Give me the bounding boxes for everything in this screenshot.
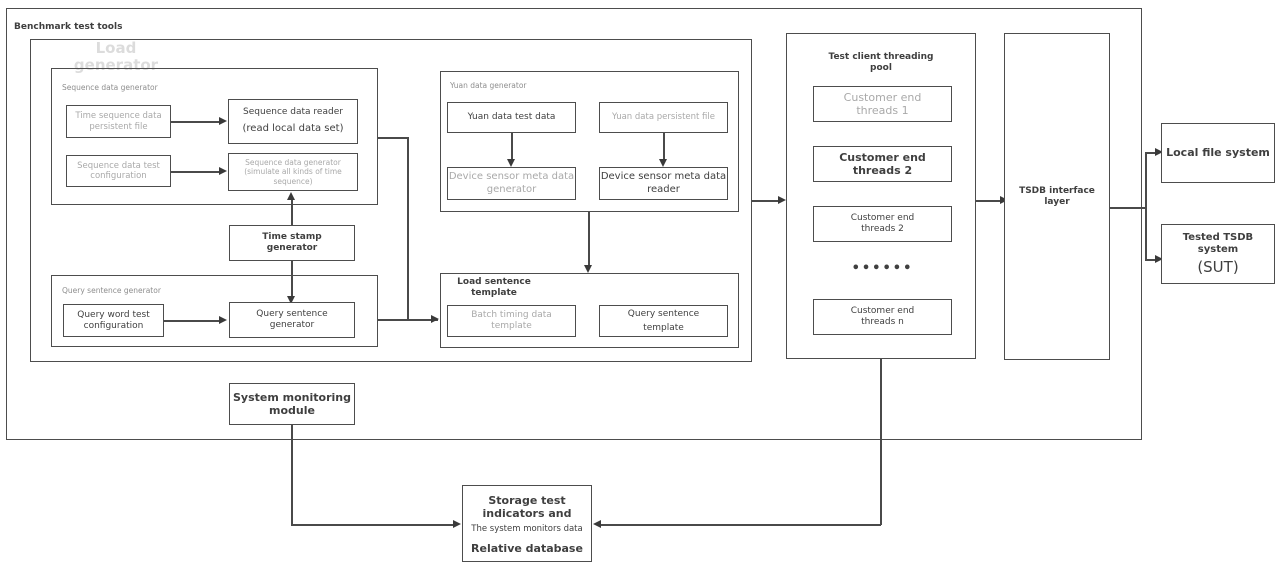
time-stamp-generator-node[interactable]: Time stamp generator: [229, 225, 355, 261]
connector-yuan-to-template: [588, 212, 590, 265]
batch-timing-data-template-node[interactable]: Batch timing data template: [447, 305, 576, 337]
test-client-threading-pool-frame: [786, 33, 976, 359]
arrow-line-persistent-to-reader: [171, 121, 219, 123]
arrow-line-loadgen-to-pool: [752, 200, 779, 202]
customer-end-threads-n-node[interactable]: Customer end threads n: [813, 299, 952, 335]
arrow-head-yuanpersist-to-reader: [659, 159, 667, 167]
arrow-head-timestamp-up: [287, 192, 295, 200]
arrow-head-queryword-to-generator: [219, 316, 227, 324]
query-sentence-generator-section: [51, 275, 378, 347]
benchmark-test-tools-frame: [6, 8, 1142, 440]
tested-tsdb-system-line1: Tested TSDB system: [1182, 231, 1254, 255]
sequence-data-generator-section-label: Sequence data generator: [62, 83, 158, 92]
arrow-head-timestamp-down: [287, 296, 295, 304]
arrow-line-queryword-to-generator: [164, 320, 219, 322]
arrow-head-yuantest-to-generator: [507, 159, 515, 167]
load-sentence-template-label: Load sentence template: [457, 277, 531, 299]
arrow-head-to-local-file-system: [1155, 148, 1163, 156]
arrow-head-into-load-template: [431, 315, 439, 323]
tested-tsdb-system-line2: (SUT): [1197, 258, 1239, 277]
load-sentence-template-section: [440, 273, 739, 348]
time-sequence-data-persistent-file-node[interactable]: Time sequence data persistent file: [66, 105, 171, 138]
yuan-data-persistent-file-node[interactable]: Yuan data persistent file: [599, 102, 728, 133]
connector-pool-down: [880, 359, 882, 525]
test-client-threading-pool-label: Test client threading pool: [828, 52, 934, 74]
query-sentence-generator-section-label: Query sentence generator: [62, 286, 161, 295]
connector-tsdb-out: [1110, 207, 1146, 209]
query-sentence-template-line1: Query sentence: [627, 308, 700, 319]
arrow-head-to-tested-tsdb: [1155, 255, 1163, 263]
load-generator-frame: [30, 39, 752, 362]
connector-to-tested-tsdb: [1145, 259, 1159, 261]
query-sentence-generator-node[interactable]: Query sentence generator: [229, 302, 355, 338]
query-sentence-template-line2: template: [643, 322, 684, 333]
connector-monitor-down: [291, 425, 293, 525]
system-monitoring-module-node[interactable]: System monitoring module: [229, 383, 355, 425]
connector-monitor-right: [291, 524, 455, 526]
connector-to-local-file-system: [1145, 152, 1159, 154]
storage-line-3: Relative database: [471, 541, 583, 555]
connector-into-load-template: [378, 319, 438, 321]
arrow-head-loadgen-to-pool: [778, 196, 786, 204]
arrow-head-pool-to-storage: [593, 520, 601, 528]
sequence-data-generator-node[interactable]: Sequence data generator (simulate all ki…: [228, 153, 358, 191]
customer-end-threads-2a-node[interactable]: Customer end threads 2: [813, 146, 952, 182]
arrow-line-yuantest-to-generator: [511, 133, 513, 159]
storage-line-2: The system monitors data: [471, 524, 583, 535]
customer-end-threads-1-node[interactable]: Customer end threads 1: [813, 86, 952, 122]
storage-test-indicators-node[interactable]: Storage test indicators and The system m…: [462, 485, 592, 562]
benchmark-test-tools-label: Benchmark test tools: [14, 22, 123, 32]
customer-end-threads-2b-node[interactable]: Customer end threads 2: [813, 206, 952, 242]
arrow-head-yuan-to-template: [584, 265, 592, 273]
sequence-data-reader-line1: Sequence data reader: [243, 107, 343, 118]
query-sentence-template-node[interactable]: Query sentence template: [599, 305, 728, 337]
tested-tsdb-system-node[interactable]: Tested TSDB system (SUT): [1161, 224, 1275, 284]
connector-tsdb-branch-vertical: [1145, 152, 1147, 260]
device-sensor-meta-data-reader-node[interactable]: Device sensor meta data reader: [599, 167, 728, 200]
sequence-data-reader-line2: (read local data set): [242, 123, 344, 135]
local-file-system-node[interactable]: Local file system: [1161, 123, 1275, 183]
sequence-data-test-configuration-node[interactable]: Sequence data test configuration: [66, 155, 171, 187]
connector-seq-out-v: [407, 137, 409, 319]
sequence-data-reader-node[interactable]: Sequence data reader (read local data se…: [228, 99, 358, 144]
arrow-line-timestamp-down: [291, 261, 293, 296]
sequence-data-generator-section: [51, 68, 378, 205]
arrow-line-pool-to-tsdb: [976, 200, 1002, 202]
load-generator-label: Load generator: [73, 39, 159, 75]
tsdb-interface-layer-node[interactable]: TSDB interface layer: [1004, 33, 1110, 360]
yuan-data-generator-section-label: Yuan data generator: [450, 81, 527, 90]
arrow-head-monitor-to-storage: [453, 520, 461, 528]
arrow-line-timestamp-up: [291, 199, 293, 225]
threads-ellipsis: ••••••: [851, 261, 914, 276]
arrow-line-yuanpersist-to-reader: [663, 133, 665, 159]
yuan-data-generator-section: [440, 71, 739, 212]
arrow-head-config-to-generator: [219, 167, 227, 175]
storage-line-1: Storage test indicators and: [482, 494, 572, 521]
yuan-data-test-data-node[interactable]: Yuan data test data: [447, 102, 576, 133]
connector-pool-left: [601, 524, 881, 526]
arrow-head-persistent-to-reader: [219, 117, 227, 125]
connector-seq-out-h1: [378, 137, 408, 139]
arrow-line-config-to-generator: [171, 171, 219, 173]
device-sensor-meta-data-generator-node[interactable]: Device sensor meta data generator: [447, 167, 576, 200]
query-word-test-configuration-node[interactable]: Query word test configuration: [63, 304, 164, 337]
